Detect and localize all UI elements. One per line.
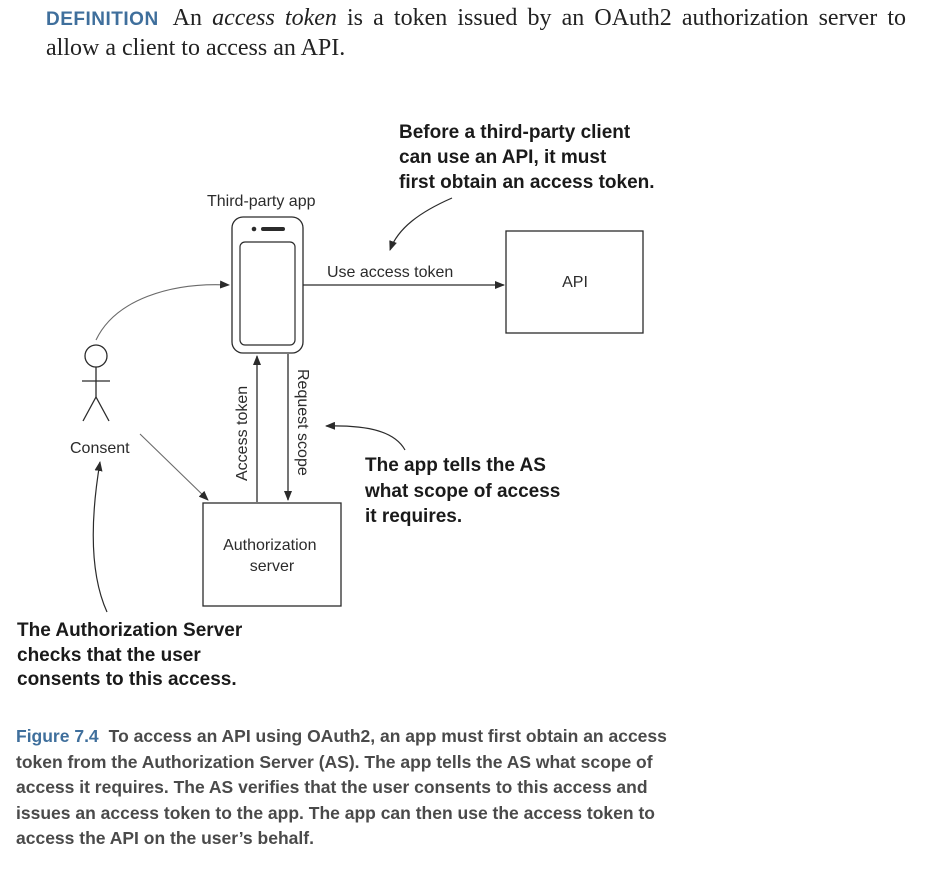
annotation-top-line-2: can use an API, it must bbox=[399, 147, 607, 168]
definition-paragraph: DEFINITION An access token is a token iss… bbox=[46, 4, 906, 63]
user-to-app-arrow bbox=[95, 280, 230, 341]
annotation-right-pointer-arrow bbox=[325, 421, 406, 451]
annotation-top-line-1: Before a third-party client bbox=[399, 122, 631, 143]
user-icon bbox=[82, 344, 110, 422]
annotation-right-line-3: it requires. bbox=[365, 506, 462, 527]
oauth2-diagram: Before a third-party client can use an A… bbox=[17, 122, 655, 690]
figure-caption-label: Figure 7.4 bbox=[16, 726, 99, 746]
annotation-right-line-2: what scope of access bbox=[364, 481, 560, 502]
authorization-server-box bbox=[202, 502, 342, 607]
figure-caption-text: To access an API using OAuth2, an app mu… bbox=[16, 726, 667, 848]
access-token-label: Access token bbox=[234, 386, 251, 481]
definition-term: access token bbox=[212, 5, 337, 31]
definition-text-after: is a token issued by an OAuth2 authoriza… bbox=[46, 5, 906, 61]
request-scope-label: Request scope bbox=[294, 369, 311, 476]
annotation-bottom-line-1: The Authorization Server bbox=[17, 620, 243, 641]
annotation-bottom-line-3: consents to this access. bbox=[17, 669, 237, 690]
annotation-bottom: The Authorization Server checks that the… bbox=[17, 620, 248, 690]
phone-icon bbox=[231, 216, 304, 354]
api-box bbox=[505, 230, 644, 334]
definition-label: DEFINITION bbox=[46, 9, 159, 30]
third-party-app-label: Third-party app bbox=[207, 193, 316, 210]
api-label: API bbox=[562, 274, 588, 291]
authorization-server-label-line-1: Authorization bbox=[223, 537, 316, 554]
use-access-token-label: Use access token bbox=[327, 264, 453, 281]
annotation-right: The app tells the AS what scope of acces… bbox=[364, 455, 566, 527]
authorization-server-label-line-2: server bbox=[250, 558, 295, 575]
annotation-right-line-1: The app tells the AS bbox=[365, 455, 546, 476]
annotation-top: Before a third-party client can use an A… bbox=[399, 122, 655, 193]
consent-label: Consent bbox=[70, 440, 130, 457]
definition-text-before: An bbox=[172, 5, 213, 31]
annotation-bottom-line-2: checks that the user bbox=[17, 645, 201, 666]
consent-arrow bbox=[139, 433, 209, 501]
annotation-top-pointer-arrow bbox=[389, 197, 453, 251]
annotation-top-line-3: first obtain an access token. bbox=[399, 172, 655, 193]
authorization-server-label: Authorization server bbox=[223, 537, 321, 575]
annotation-bottom-pointer-arrow bbox=[92, 461, 108, 613]
